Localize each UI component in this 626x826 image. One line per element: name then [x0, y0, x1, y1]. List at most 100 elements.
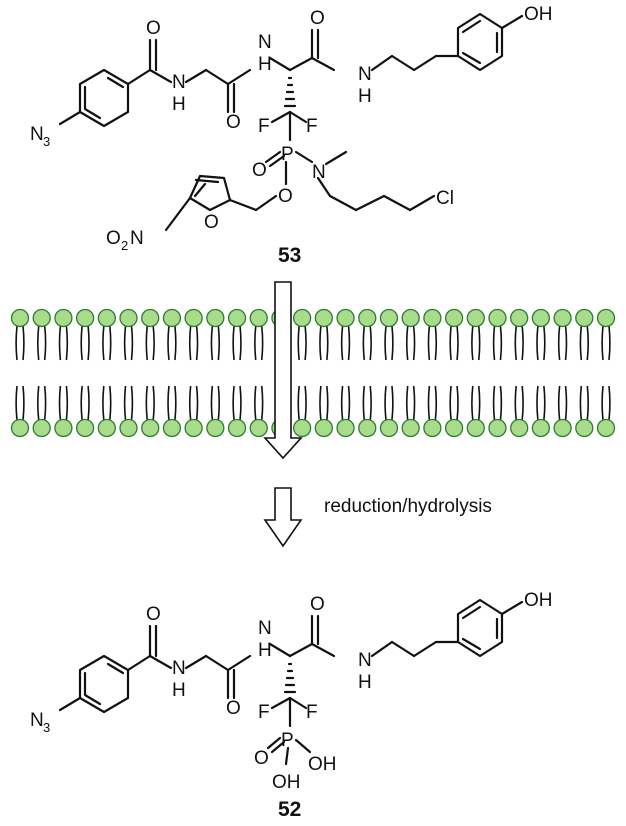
lipid-head — [141, 308, 160, 328]
amide-nitrogen-3: N — [358, 64, 372, 85]
lipid-tail — [499, 385, 503, 421]
lipid-head — [358, 308, 377, 328]
lipid-tail — [543, 385, 546, 421]
lipid-tail — [434, 385, 438, 421]
reduction-hydrolysis-label: reduction/hydrolysis — [324, 496, 492, 517]
lipid-tail — [123, 325, 127, 361]
lipid-tail — [492, 385, 496, 421]
lipid-tail — [449, 325, 452, 361]
lipid-tail — [514, 385, 517, 421]
lipid-tail — [304, 385, 307, 421]
lipid-head — [575, 418, 594, 438]
amide-oxygen-2: O — [226, 112, 241, 133]
lipid-tail — [297, 325, 300, 361]
lipid-tail — [58, 385, 62, 421]
lipid-tail — [362, 325, 366, 361]
furan-oxygen: O — [204, 212, 219, 233]
lipid-tail — [232, 325, 235, 361]
phosphonic-hydroxyl-2: OH — [272, 772, 301, 793]
amide-hydrogen-2: H — [258, 54, 272, 75]
hashed-wedge-bottom — [283, 662, 297, 694]
lipid-head — [596, 418, 616, 438]
lipid-tail — [188, 385, 192, 421]
lipid-tail — [434, 325, 438, 361]
ester-oxygen: O — [278, 186, 293, 207]
lipid-head — [358, 418, 377, 438]
lipid-tail — [80, 385, 83, 421]
lipid-tail — [347, 325, 351, 361]
lipid-tail — [543, 325, 546, 361]
lipid-tail — [521, 325, 524, 361]
lipid-head — [314, 308, 334, 328]
lipid-head — [292, 418, 312, 438]
amide-nitrogen-3-bottom: N — [358, 650, 372, 671]
compound-label-53: 53 — [278, 244, 301, 267]
lipid-head — [488, 418, 507, 438]
furan-ring — [188, 174, 232, 212]
lipid-head — [531, 418, 551, 438]
molecule-53: N 3 O N H O N H O N H OH F F P O O N Cl … — [30, 4, 553, 267]
lipid-tail — [130, 325, 134, 361]
lipid-tail — [297, 385, 300, 421]
lipid-head — [227, 308, 247, 328]
lipid-head — [423, 308, 442, 328]
lipid-tail — [167, 385, 170, 421]
lipid-tail — [362, 385, 366, 421]
lipid-tail — [326, 385, 329, 421]
lipid-tail — [608, 385, 611, 421]
lipid-tail — [608, 325, 611, 361]
lipid-head — [119, 418, 138, 438]
lipid-tail — [449, 385, 452, 421]
lipid-tail — [319, 325, 322, 361]
hashed-wedge — [283, 76, 297, 108]
phosphorus-label-bottom: P — [281, 730, 294, 751]
lipid-tail — [391, 385, 394, 421]
lipid-tail — [326, 325, 329, 361]
amide-oxygen-1: O — [146, 18, 161, 39]
lipid-tail — [195, 325, 199, 361]
phenol-ring-bottom — [456, 598, 504, 658]
lipid-tail — [102, 325, 105, 361]
lipid-tail — [80, 325, 83, 361]
phosphorus-label: P — [281, 144, 294, 165]
lipid-tail — [412, 325, 416, 361]
phosphoryl-oxygen: O — [252, 160, 267, 181]
phosphonic-hydroxyl-1: OH — [308, 754, 337, 775]
lipid-tail — [239, 325, 242, 361]
lipid-tail — [340, 385, 344, 421]
phosphoramide-nitrogen: N — [312, 162, 326, 183]
lipid-tail — [477, 385, 481, 421]
lipid-tail — [347, 385, 351, 421]
azide-label-bottom: N — [30, 710, 44, 731]
lipid-tail — [384, 385, 387, 421]
chlorine-label: Cl — [436, 188, 454, 209]
lipid-tail — [514, 325, 517, 361]
lipid-tail — [15, 385, 18, 421]
lipid-head — [162, 418, 182, 438]
lipid-head — [336, 308, 355, 328]
lipid-tail — [174, 325, 177, 361]
lipid-tail — [412, 385, 416, 421]
phosphoryl-oxygen-bottom: O — [254, 748, 269, 769]
lipid-head — [32, 308, 51, 328]
lipid-tail — [601, 325, 604, 361]
lipid-tail — [217, 325, 221, 361]
lipid-tail — [174, 385, 177, 421]
lipid-head — [75, 308, 95, 328]
lipid-head — [531, 308, 551, 328]
lipid-head — [54, 418, 73, 438]
lipid-tail — [564, 385, 568, 421]
lipid-tail — [557, 325, 561, 361]
lipid-tail — [188, 325, 192, 361]
lipid-tail — [254, 325, 257, 361]
azide-subscript-bottom: 3 — [43, 720, 50, 735]
nitro-oxygen: O — [106, 228, 121, 249]
amide-nitrogen-2-bottom: N — [258, 618, 272, 639]
lipid-tail — [102, 385, 105, 421]
lipid-tail — [391, 325, 394, 361]
lipid-tail — [579, 385, 583, 421]
nitro-subscript: 2 — [121, 238, 128, 253]
amide-hydrogen-1-bottom: H — [172, 680, 186, 701]
lipid-tail — [340, 325, 344, 361]
lipid-tail — [405, 325, 409, 361]
